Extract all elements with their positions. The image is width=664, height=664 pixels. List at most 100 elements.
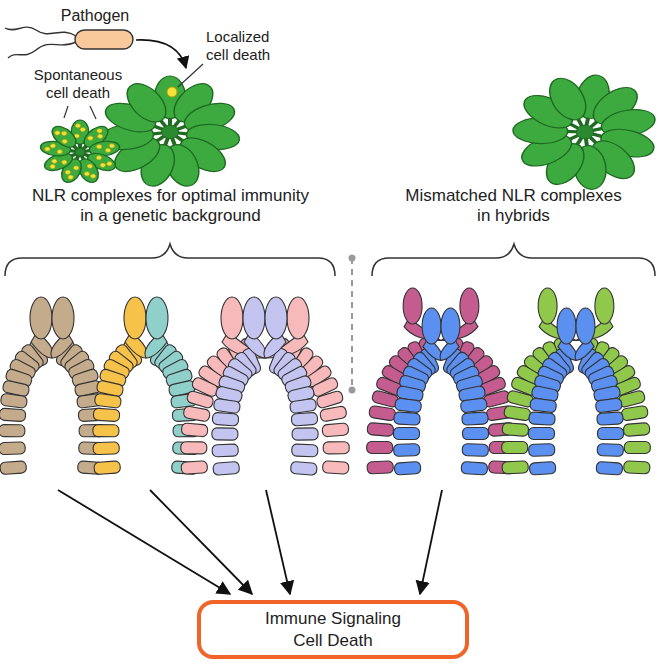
signal-arrow <box>266 490 290 594</box>
tir-cc-domain <box>265 297 287 339</box>
leaf-blade <box>119 78 174 127</box>
lrr-repeat <box>504 405 532 421</box>
lrr-repeat <box>213 461 240 475</box>
lrr-repeat <box>0 442 25 455</box>
rosette-center <box>162 125 179 138</box>
signal-arrow <box>150 490 252 594</box>
cell-death-spot <box>87 163 94 168</box>
tir-cc-domain <box>460 288 479 324</box>
tir-cc-domain <box>146 297 168 339</box>
lrr-repeat <box>323 442 349 454</box>
cell-death-spot <box>96 128 103 134</box>
leader-line <box>178 64 203 87</box>
lrr-repeat <box>597 444 623 457</box>
lrr-repeat <box>621 405 649 421</box>
lrr-repeat <box>93 408 120 422</box>
cell-death-spot <box>90 173 97 178</box>
cell-death-spot <box>95 155 102 161</box>
signal-arrow <box>58 490 230 594</box>
cell-death-spot <box>84 171 91 176</box>
outcome-box: Immune Signaling Cell Death <box>197 600 469 659</box>
nlr-tetramer <box>181 297 350 475</box>
cell-death-spot <box>51 158 58 164</box>
lrr-repeat <box>395 398 422 413</box>
tir-cc-domain <box>441 308 460 344</box>
lrr-repeat <box>393 427 419 439</box>
lrr-repeat <box>291 412 318 426</box>
divider-line <box>351 258 353 390</box>
cell-death-spot <box>96 133 103 139</box>
divider-dot <box>349 387 356 394</box>
group-heading: Mismatched NLR complexes in hybrids <box>401 186 626 227</box>
lrr-repeat <box>624 441 650 453</box>
pathogen-body <box>75 30 133 49</box>
plant-rosette <box>39 120 121 184</box>
cell-death-spot <box>87 135 94 141</box>
lrr-repeat <box>502 461 529 474</box>
nlr-dimer <box>0 297 105 475</box>
cell-death-spot <box>75 124 80 128</box>
cell-death-spot <box>61 159 68 165</box>
cell-death-spot <box>50 143 56 148</box>
cell-death-spot <box>67 175 74 180</box>
cell-death-spot <box>109 143 115 148</box>
bracket <box>372 244 655 276</box>
lrr-repeat <box>502 441 528 453</box>
cell-death-spot <box>61 138 68 144</box>
tir-cc-domain <box>403 288 422 324</box>
tir-cc-domain <box>422 308 441 344</box>
infection-arrow <box>136 40 186 68</box>
lrr-repeat <box>292 428 318 440</box>
figure-label: Pathogen <box>45 6 145 25</box>
flagellum <box>5 27 76 36</box>
lrr-repeat <box>462 412 489 426</box>
cell-death-spot <box>49 164 56 170</box>
tir-cc-domain <box>124 297 146 339</box>
lrr-repeat <box>529 412 556 426</box>
lrr-repeat <box>181 461 208 474</box>
lrr-repeat <box>597 412 624 426</box>
leader-line <box>90 106 96 119</box>
cell-death-spot <box>96 144 102 149</box>
lrr-repeat <box>213 398 240 414</box>
lrr-repeat <box>394 412 421 426</box>
nlr-tetramer <box>502 288 651 475</box>
cell-death-spot <box>44 147 50 152</box>
lrr-repeat <box>183 406 211 423</box>
lrr-repeat <box>394 461 421 475</box>
lrr-repeat <box>292 444 318 457</box>
plant-rosette <box>513 73 659 191</box>
tir-cc-domain <box>538 288 557 324</box>
leaf <box>119 78 183 138</box>
lrr-repeat <box>394 444 420 457</box>
lrr-repeat <box>93 442 119 455</box>
leader-line <box>64 106 68 118</box>
cell-death-dot <box>167 87 177 97</box>
lrr-repeat <box>212 428 238 440</box>
lrr-repeat <box>597 427 623 439</box>
lrr-repeat <box>0 425 25 437</box>
plant-rosette <box>99 76 242 189</box>
lrr-repeat <box>289 398 316 414</box>
lrr-repeat <box>596 461 623 475</box>
lrr-repeat <box>322 423 349 437</box>
cell-death-spot <box>99 162 106 168</box>
lrr-repeat <box>367 441 393 453</box>
nlr-tetramer <box>367 288 516 475</box>
lrr-repeat <box>212 444 238 457</box>
cell-death-spot <box>64 170 71 175</box>
rosette-center <box>75 148 85 156</box>
tir-cc-domain <box>557 308 576 344</box>
lrr-repeat <box>290 461 317 475</box>
rosette-center <box>576 125 593 139</box>
tir-cc-domain <box>221 297 243 339</box>
lrr-repeat <box>502 423 529 437</box>
leaf-blade <box>543 74 593 124</box>
bracket <box>5 244 335 276</box>
group-heading: NLR complexes for optimal immunity in a … <box>28 186 313 227</box>
lrr-repeat <box>0 461 27 475</box>
lrr-repeat <box>319 406 347 423</box>
lrr-repeat <box>369 405 397 421</box>
lrr-repeat <box>529 444 555 457</box>
